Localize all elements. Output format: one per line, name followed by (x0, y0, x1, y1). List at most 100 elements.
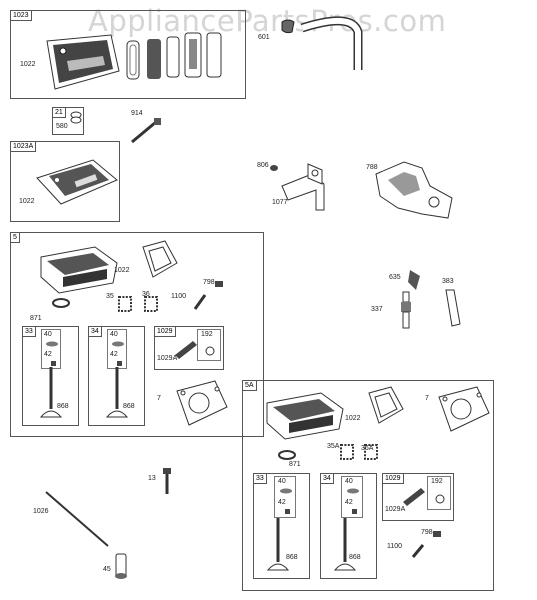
label-42: 42 (110, 351, 118, 358)
label-337: 337 (371, 306, 383, 313)
retainer-icon (46, 341, 58, 347)
rocker-kit-1029: 1029 192 1029A (154, 326, 224, 370)
rocker-kit-tag: 1029 (155, 327, 176, 337)
exhaust-valve-a-illustration (333, 518, 357, 571)
label-580: 580 (56, 123, 68, 130)
bracket-1077-illustration (270, 163, 325, 211)
group-1023a: 1023A 1022 (10, 141, 120, 222)
push-rod-illustration (45, 491, 109, 547)
group-21: 21 580 (52, 107, 84, 135)
group-21-tag: 21 (53, 108, 66, 118)
oil-seal-illustration (70, 111, 82, 124)
spark-plug-boot-illustration (408, 270, 420, 290)
valve-kit-34: 34 40 42 868 (320, 473, 377, 579)
label-45: 45 (103, 566, 111, 573)
breather-gaskets-illustration (126, 32, 222, 80)
retainer-icon (280, 488, 292, 494)
retainer-box: 40 42 (41, 329, 61, 369)
label-spring-36a: 36A (361, 445, 374, 452)
label-806: 806 (257, 162, 269, 169)
label-gasket-7: 7 (157, 395, 161, 402)
label-868: 868 (57, 403, 69, 410)
label-spring-36: 36 (142, 291, 150, 298)
breather-tube-illustration (281, 16, 363, 70)
label-40: 40 (110, 331, 118, 338)
shroud-788-illustration (375, 161, 453, 219)
valve-kit-33: 33 40 42 868 (253, 473, 310, 579)
screw-914-illustration (131, 118, 161, 144)
retainer-box: 40 42 (341, 476, 363, 518)
pin-icon (205, 346, 215, 356)
pin-box: 192 (427, 476, 451, 510)
head-gasket-large-a-illustration (438, 386, 490, 432)
label-42: 42 (44, 351, 52, 358)
pin-box: 192 (197, 329, 221, 361)
spark-plug-illustration (401, 291, 411, 329)
label-nut-798: 798 (203, 279, 215, 286)
keeper-icon (352, 509, 357, 514)
label-42: 42 (345, 499, 353, 506)
valve-kit-33: 33 40 42 868 (22, 326, 79, 426)
tappet-45-illustration (115, 553, 127, 579)
label-42: 42 (278, 499, 286, 506)
rocker-arm-illustration (175, 341, 197, 359)
label-1026: 1026 (33, 508, 49, 515)
exhaust-valve-illustration (105, 367, 129, 418)
label-1029a: 1029A (385, 506, 406, 513)
keeper-icon (117, 361, 122, 366)
group-1023a-tag: 1023A (11, 142, 37, 152)
rocker-kit-1029: 1029 192 1029A (382, 473, 454, 521)
group-5-tag: 5 (11, 233, 20, 243)
valve-kit-34-tag: 34 (321, 474, 334, 484)
label-40: 40 (345, 478, 353, 485)
keeper-icon (285, 509, 290, 514)
label-screw-1100: 1100 (171, 293, 187, 300)
retainer-icon (347, 488, 359, 494)
label-13: 13 (148, 475, 156, 482)
valve-cover-illustration (46, 34, 120, 90)
label-40: 40 (278, 478, 286, 485)
group-5a-tag: 5A (243, 381, 257, 391)
valve-kit-34: 34 40 42 868 (88, 326, 145, 426)
label-seal-871: 871 (289, 461, 301, 468)
label-601: 601 (258, 34, 270, 41)
label-635: 635 (389, 274, 401, 281)
head-gasket-illustration (142, 240, 178, 278)
label-868: 868 (349, 554, 361, 561)
label-nut-798: 798 (421, 529, 433, 536)
label-868: 868 (286, 554, 298, 561)
label-1029a: 1029A (157, 355, 178, 362)
head-gasket-large-illustration (176, 380, 228, 426)
label-seal-871: 871 (30, 315, 42, 322)
pin-icon (435, 494, 445, 504)
seal-871-a-illustration (278, 450, 296, 460)
retainer-icon (112, 341, 124, 347)
label-914: 914 (131, 110, 143, 117)
label-1022: 1022 (19, 198, 35, 205)
valve-springs-illustration (118, 296, 158, 312)
label-gasket-7: 7 (425, 395, 429, 402)
valve-kit-34-tag: 34 (89, 327, 102, 337)
intake-valve-a-illustration (266, 518, 290, 571)
head-gasket-a-illustration (368, 386, 404, 424)
label-788: 788 (366, 164, 378, 171)
watermark: AppliancePartsPros.com (88, 4, 447, 38)
valve-cover-a-illustration (36, 159, 118, 205)
keeper-icon (51, 361, 56, 366)
label-head-1022: 1022 (345, 415, 361, 422)
adjust-nut-a-illustration (411, 531, 441, 558)
label-192: 192 (431, 478, 443, 485)
cylinder-head-a-illustration (266, 392, 344, 440)
group-1023-tag: 1023 (11, 11, 32, 21)
cylinder-head-illustration (40, 246, 118, 294)
label-868: 868 (123, 403, 135, 410)
valve-springs-a-illustration (340, 444, 378, 460)
bolt-13-illustration (163, 468, 171, 494)
seal-871-illustration (52, 298, 70, 308)
label-spring-35a: 35A (327, 443, 340, 450)
retainer-box: 40 42 (107, 329, 127, 369)
rocker-arm-a-illustration (403, 488, 425, 506)
label-40: 40 (44, 331, 52, 338)
label-head-1022: 1022 (114, 267, 130, 274)
label-1077: 1077 (272, 199, 288, 206)
